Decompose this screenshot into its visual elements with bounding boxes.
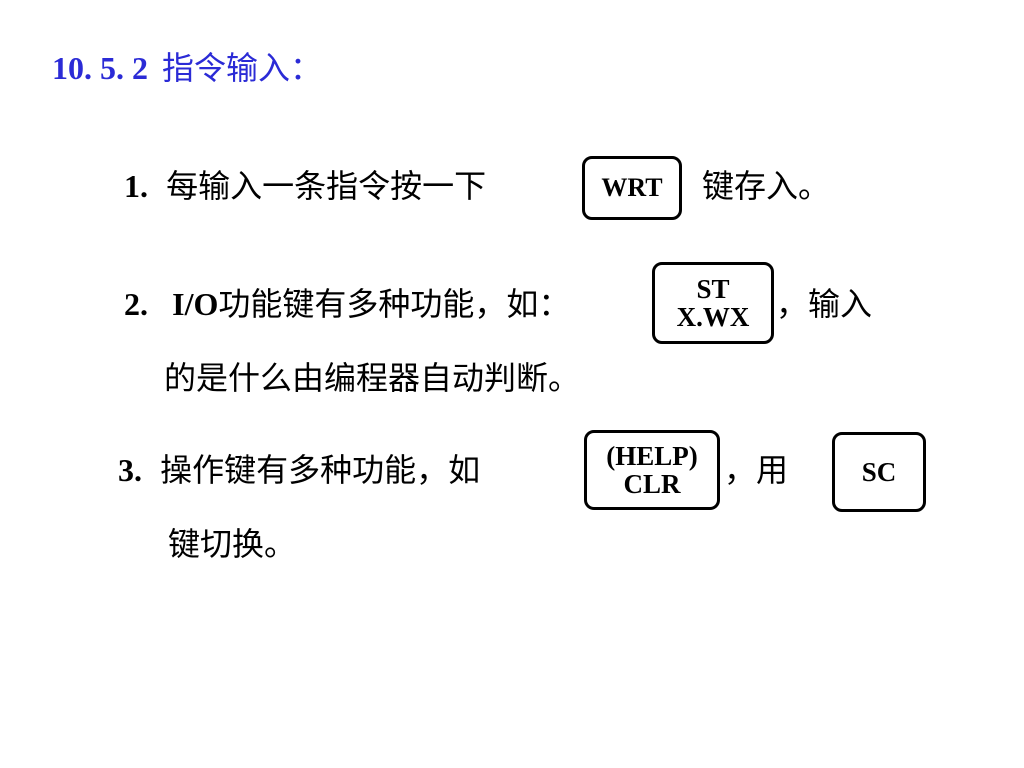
item-2-io-label: I/O bbox=[172, 286, 219, 322]
item-2: 2. I/O功能键有多种功能，如： bbox=[124, 284, 570, 324]
sc-key: SC bbox=[832, 432, 926, 512]
item-2-text-after: ，输入 bbox=[776, 285, 873, 323]
help-clr-key-line1: (HELP) bbox=[606, 440, 698, 471]
st-xwx-key: ST X.WX bbox=[652, 262, 774, 344]
wrt-key: WRT bbox=[582, 156, 682, 220]
item-1-text-after: 键存入。 bbox=[702, 167, 831, 205]
item-1-text-before: 每输入一条指令按一下 bbox=[166, 167, 487, 205]
st-xwx-key-line2: X.WX bbox=[676, 302, 750, 332]
item-2-text-before: 功能键有多种功能，如： bbox=[218, 285, 571, 323]
wrt-key-label: WRT bbox=[601, 173, 663, 203]
item-3: 3. 操作键有多种功能，如 bbox=[118, 450, 480, 490]
item-1-number: 1. bbox=[124, 168, 148, 204]
item-3-text-before: 操作键有多种功能，如 bbox=[160, 451, 481, 489]
section-number: 10. 5. 2 bbox=[52, 50, 148, 86]
item-3-number: 3. bbox=[118, 452, 142, 488]
section-title-text: 指令输入： bbox=[162, 49, 323, 87]
item-2-number: 2. bbox=[124, 286, 148, 322]
section-title: 10. 5. 2 指令输入： bbox=[52, 48, 322, 88]
item-2-text-line2: 的是什么由编程器自动判断。 bbox=[164, 359, 581, 397]
item-3-text-line2: 键切换。 bbox=[168, 525, 297, 563]
item-3-text-after: ，用 bbox=[724, 451, 789, 489]
help-clr-key: (HELP) CLR bbox=[584, 430, 720, 510]
item-1: 1. 每输入一条指令按一下 bbox=[124, 166, 486, 206]
help-clr-key-line2: CLR bbox=[623, 469, 681, 499]
sc-key-label: SC bbox=[861, 456, 897, 487]
st-xwx-key-line1: ST bbox=[696, 273, 730, 304]
